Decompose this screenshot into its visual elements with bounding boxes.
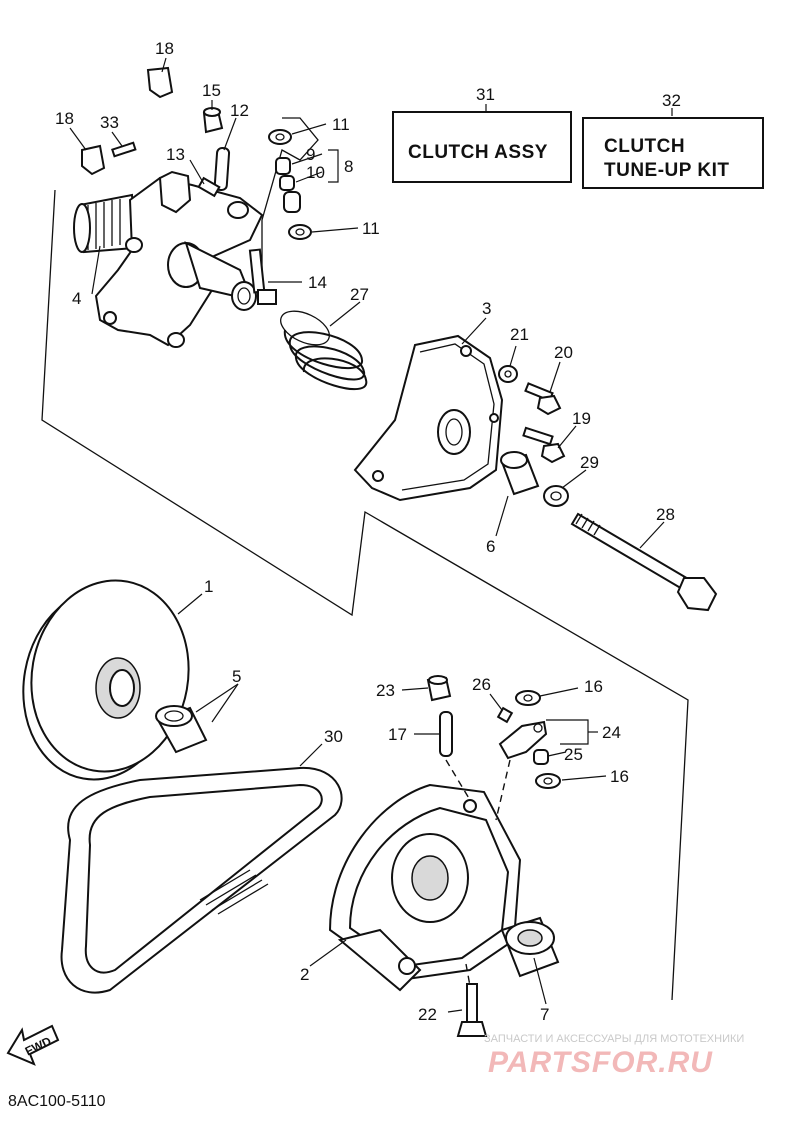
watermark: ЗАПЧАСТИ И АКСЕССУАРЫ ДЛЯ МОТОТЕХНИКИ PA… xyxy=(484,1033,744,1079)
seal-part-29 xyxy=(543,485,569,507)
watermark-tagline: ЗАПЧАСТИ И АКСЕССУАРЫ ДЛЯ МОТОТЕХНИКИ xyxy=(484,1033,744,1045)
spider-hub-part xyxy=(73,170,264,348)
callout-14: 14 xyxy=(308,273,327,292)
callout-16-lower: 16 xyxy=(610,767,629,786)
callout-18-lower: 18 xyxy=(55,109,74,128)
clutch-assy-box: CLUTCH ASSY xyxy=(392,111,572,183)
callout-31: 31 xyxy=(476,85,495,104)
washer-part-21 xyxy=(498,365,518,383)
callout-2: 2 xyxy=(300,965,309,984)
callout-13: 13 xyxy=(166,145,185,164)
callout-16-upper: 16 xyxy=(584,677,603,696)
callout-7: 7 xyxy=(540,1005,549,1024)
clutch-assy-label: CLUTCH ASSY xyxy=(408,142,548,163)
weight-part-18-lower xyxy=(81,144,106,176)
spring-part-27 xyxy=(280,310,368,390)
bushing-part-8 xyxy=(283,191,301,213)
cover-part-3 xyxy=(353,334,504,502)
tune-up-kit-label-line1: CLUTCH xyxy=(604,136,685,157)
washer-part-16-lower xyxy=(535,773,561,789)
bushing-part-5 xyxy=(155,705,208,754)
nut-part-15 xyxy=(202,107,224,134)
callout-20: 20 xyxy=(554,343,573,362)
callout-19: 19 xyxy=(572,409,591,428)
callout-11-lower: 11 xyxy=(362,219,380,238)
washer-part-11-lower xyxy=(288,224,312,240)
callout-1: 1 xyxy=(204,577,213,596)
callout-32: 32 xyxy=(662,91,681,110)
nut-part-23 xyxy=(426,675,452,702)
callout-24: 24 xyxy=(602,723,621,742)
callout-17: 17 xyxy=(388,725,407,744)
drive-belt-part-30 xyxy=(60,766,343,994)
bolt-part-28 xyxy=(570,512,718,612)
arm-part-24 xyxy=(498,720,548,760)
callout-29: 29 xyxy=(580,453,599,472)
weight-part-18-upper xyxy=(146,66,174,99)
pin-part-33 xyxy=(111,141,137,158)
callout-12: 12 xyxy=(230,101,249,120)
callout-27: 27 xyxy=(350,285,369,304)
sheave-part-1 xyxy=(22,579,190,781)
tune-up-kit-label-line2: TUNE-UP KIT xyxy=(604,160,729,181)
callout-4: 4 xyxy=(72,289,81,308)
bolt-part-14 xyxy=(248,248,277,305)
callout-8: 8 xyxy=(344,157,353,176)
callout-5: 5 xyxy=(232,667,241,686)
callout-23: 23 xyxy=(376,681,395,700)
roller-part-10 xyxy=(279,175,295,191)
bolt-part-22 xyxy=(456,983,488,1037)
callout-28: 28 xyxy=(656,505,675,524)
callout-labels: 18 18 33 15 12 13 11 9 10 8 11 14 4 27 3… xyxy=(55,39,681,1024)
bushing-part-6 xyxy=(500,451,540,496)
callout-6: 6 xyxy=(486,537,495,556)
callout-11-upper: 11 xyxy=(332,115,350,134)
callout-3: 3 xyxy=(482,299,491,318)
bolt-part-20 xyxy=(524,382,562,416)
callout-15: 15 xyxy=(202,81,221,100)
bushing-part-7 xyxy=(500,916,560,978)
pin-part-12 xyxy=(213,146,231,192)
callout-25: 25 xyxy=(564,745,583,764)
callout-26: 26 xyxy=(472,675,491,694)
callout-22: 22 xyxy=(418,1005,437,1024)
roller-part-25 xyxy=(533,749,549,765)
pin-part-17 xyxy=(439,711,453,757)
fwd-arrow-icon: FWD xyxy=(6,1024,60,1066)
callout-21: 21 xyxy=(510,325,529,344)
washer-part-16-upper xyxy=(515,690,541,706)
callout-30: 30 xyxy=(324,727,343,746)
pin-part-26 xyxy=(496,706,514,724)
housing-part-2 xyxy=(328,783,522,992)
assembly-outline xyxy=(41,117,689,1001)
tune-up-kit-box: CLUTCH TUNE-UP KIT xyxy=(582,117,764,189)
callout-9: 9 xyxy=(306,145,315,164)
callout-18-upper: 18 xyxy=(155,39,174,58)
diagram-code: 8AC100-5110 xyxy=(8,1093,106,1110)
callout-33: 33 xyxy=(100,113,119,132)
leader-lines xyxy=(69,57,673,1013)
roller-part-9 xyxy=(275,157,291,175)
bolt-part-19 xyxy=(522,426,566,464)
watermark-brand: PARTSFOR.RU xyxy=(488,1046,713,1079)
callout-10: 10 xyxy=(306,163,325,182)
washer-part-11-upper xyxy=(268,129,292,145)
